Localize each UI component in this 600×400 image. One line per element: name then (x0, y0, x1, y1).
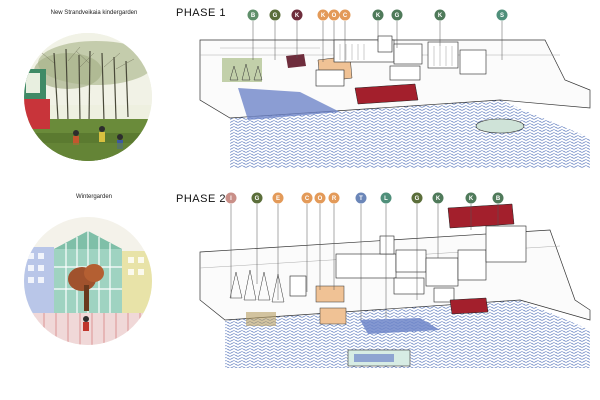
phase-2-marker-pin[interactable] (272, 192, 284, 204)
phase-2-marker-pin[interactable] (411, 192, 423, 204)
phase-2-marker-pin[interactable] (251, 192, 263, 204)
phase-2-marker-letter: O (318, 196, 323, 202)
phase-1-water (230, 100, 590, 168)
phase-2-water (225, 300, 590, 368)
phase-1-site (199, 35, 591, 168)
phase-1-marker-letter: G (273, 13, 278, 19)
phase-1-marker-pin[interactable] (317, 9, 329, 21)
phase-1-sports-field (475, 118, 525, 134)
phase-2-marker-letter: T (359, 196, 363, 202)
phase-1-marker-pin[interactable] (247, 9, 259, 21)
phase-2-marker-letter: B (496, 196, 501, 202)
phase-2-orange-blocks (315, 285, 347, 325)
phase-2-marker-pin[interactable] (432, 192, 444, 204)
phase-1-marker-pin[interactable] (496, 9, 508, 21)
phase-2-marker-pin[interactable] (301, 192, 313, 204)
phase-2-marker-letter: E (276, 196, 280, 202)
phase-2-pool (360, 318, 440, 334)
bottom-vignette-caption: Wintergarden (75, 194, 113, 200)
kindergarden-illustration (24, 33, 152, 161)
phase-2-marker-letter: I (230, 196, 232, 202)
phase-1-marker-pin[interactable] (328, 9, 340, 21)
phase-2-marker-pin[interactable] (465, 192, 477, 204)
phase-1-marker-letter: G (395, 13, 400, 19)
phase-1-marker-pin[interactable] (339, 9, 351, 21)
phase-2-marker-pin[interactable] (380, 192, 392, 204)
phase-2-site (199, 203, 591, 368)
phase-1-marker-letter: K (438, 13, 443, 19)
phase-2-trees (229, 269, 285, 303)
phase-2-marker-pin[interactable] (225, 192, 237, 204)
phase-1-marker-letter: K (321, 13, 326, 19)
phase-1-marker-pin[interactable] (391, 9, 403, 21)
phase-2-marker-pin[interactable] (314, 192, 326, 204)
phase-2-marker-letter: G (255, 196, 260, 202)
phase-1-marker-letter: O (332, 13, 337, 19)
phase-2-marker-letter: K (469, 196, 474, 202)
phase-1-pool (238, 88, 340, 120)
phase-2-red-roof-low (449, 297, 489, 315)
phase-2-marker-pin[interactable] (355, 192, 367, 204)
kindergarden-vignette (24, 33, 152, 161)
phase-2-marker-pin[interactable] (328, 192, 340, 204)
phase-1-marker-letter: S (500, 13, 504, 19)
phase-1-title: PHASE 1 (176, 7, 226, 19)
phase-2-marker-letter: C (305, 196, 310, 202)
phase-1-marker-letter: B (251, 13, 256, 19)
phase-1-marker-letter: K (295, 13, 300, 19)
phase-1-lawn (222, 58, 262, 82)
phase-2-marker-letter: L (384, 196, 388, 202)
phase-2-marker-letter: G (415, 196, 420, 202)
phase-1-marker-pin[interactable] (434, 9, 446, 21)
top-vignette-caption: New Strandveikaia kindergarden (50, 10, 138, 16)
phase-1-marker-letter: K (376, 13, 381, 19)
phase-2-red-roof-top (447, 203, 515, 229)
phase-2-buildings (289, 225, 527, 303)
phase-2-title: PHASE 2 (176, 193, 226, 205)
phase-2-marker-pin[interactable] (492, 192, 504, 204)
phase-2-marker-letter: R (332, 196, 337, 202)
phase-1-purple-block (286, 54, 306, 68)
phase-1-marker-letter: C (343, 13, 348, 19)
phase-2-marker-letter: K (436, 196, 441, 202)
phase-1-marker-pin[interactable] (372, 9, 384, 21)
phase-1-marker-pin[interactable] (291, 9, 303, 21)
phase-1-red-roof (354, 83, 419, 105)
phase-1-marker-pin[interactable] (269, 9, 281, 21)
